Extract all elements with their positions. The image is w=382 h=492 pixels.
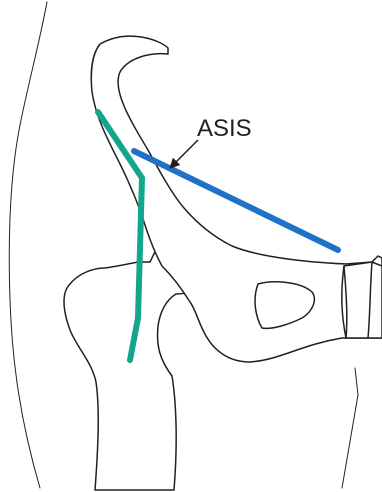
- pubic-symphysis: [342, 262, 382, 338]
- asis-pointer-arrow: [170, 140, 198, 168]
- asis-label: ASIS: [197, 115, 252, 142]
- body-contour-right-lower: [342, 368, 358, 488]
- body-contour-left: [9, 2, 47, 488]
